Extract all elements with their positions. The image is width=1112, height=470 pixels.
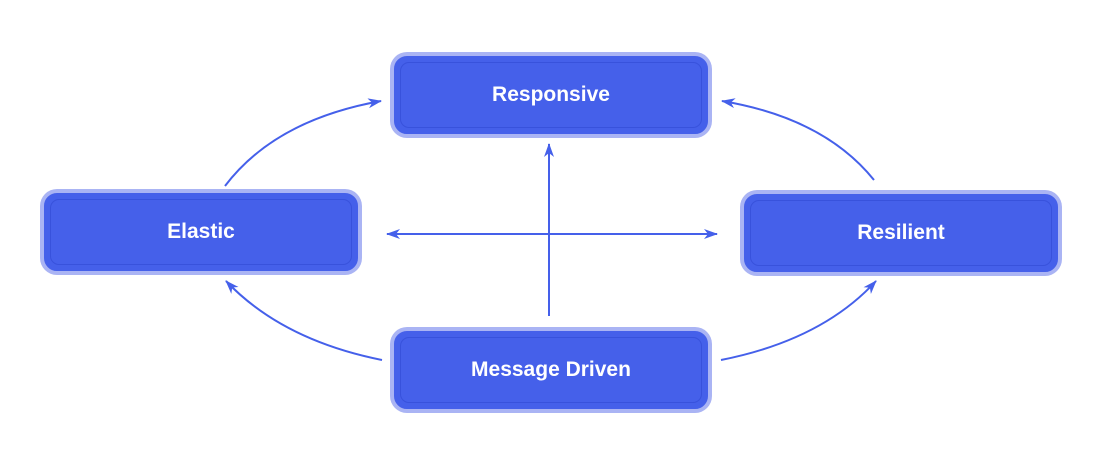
node-message-driven: Message Driven <box>394 331 708 409</box>
node-elastic: Elastic <box>44 193 358 271</box>
arrow-resilient-to-responsive <box>721 98 875 181</box>
node-responsive-label: Responsive <box>492 83 610 106</box>
arrow-elastic-to-responsive <box>224 98 382 187</box>
node-elastic-label: Elastic <box>167 220 235 243</box>
node-message-driven-label: Message Driven <box>471 358 631 381</box>
node-responsive: Responsive <box>394 56 708 134</box>
arrow-message-to-elastic <box>225 280 383 361</box>
node-resilient-label: Resilient <box>857 221 945 244</box>
node-resilient: Resilient <box>744 194 1058 272</box>
arrow-message-to-resilient <box>720 280 877 361</box>
